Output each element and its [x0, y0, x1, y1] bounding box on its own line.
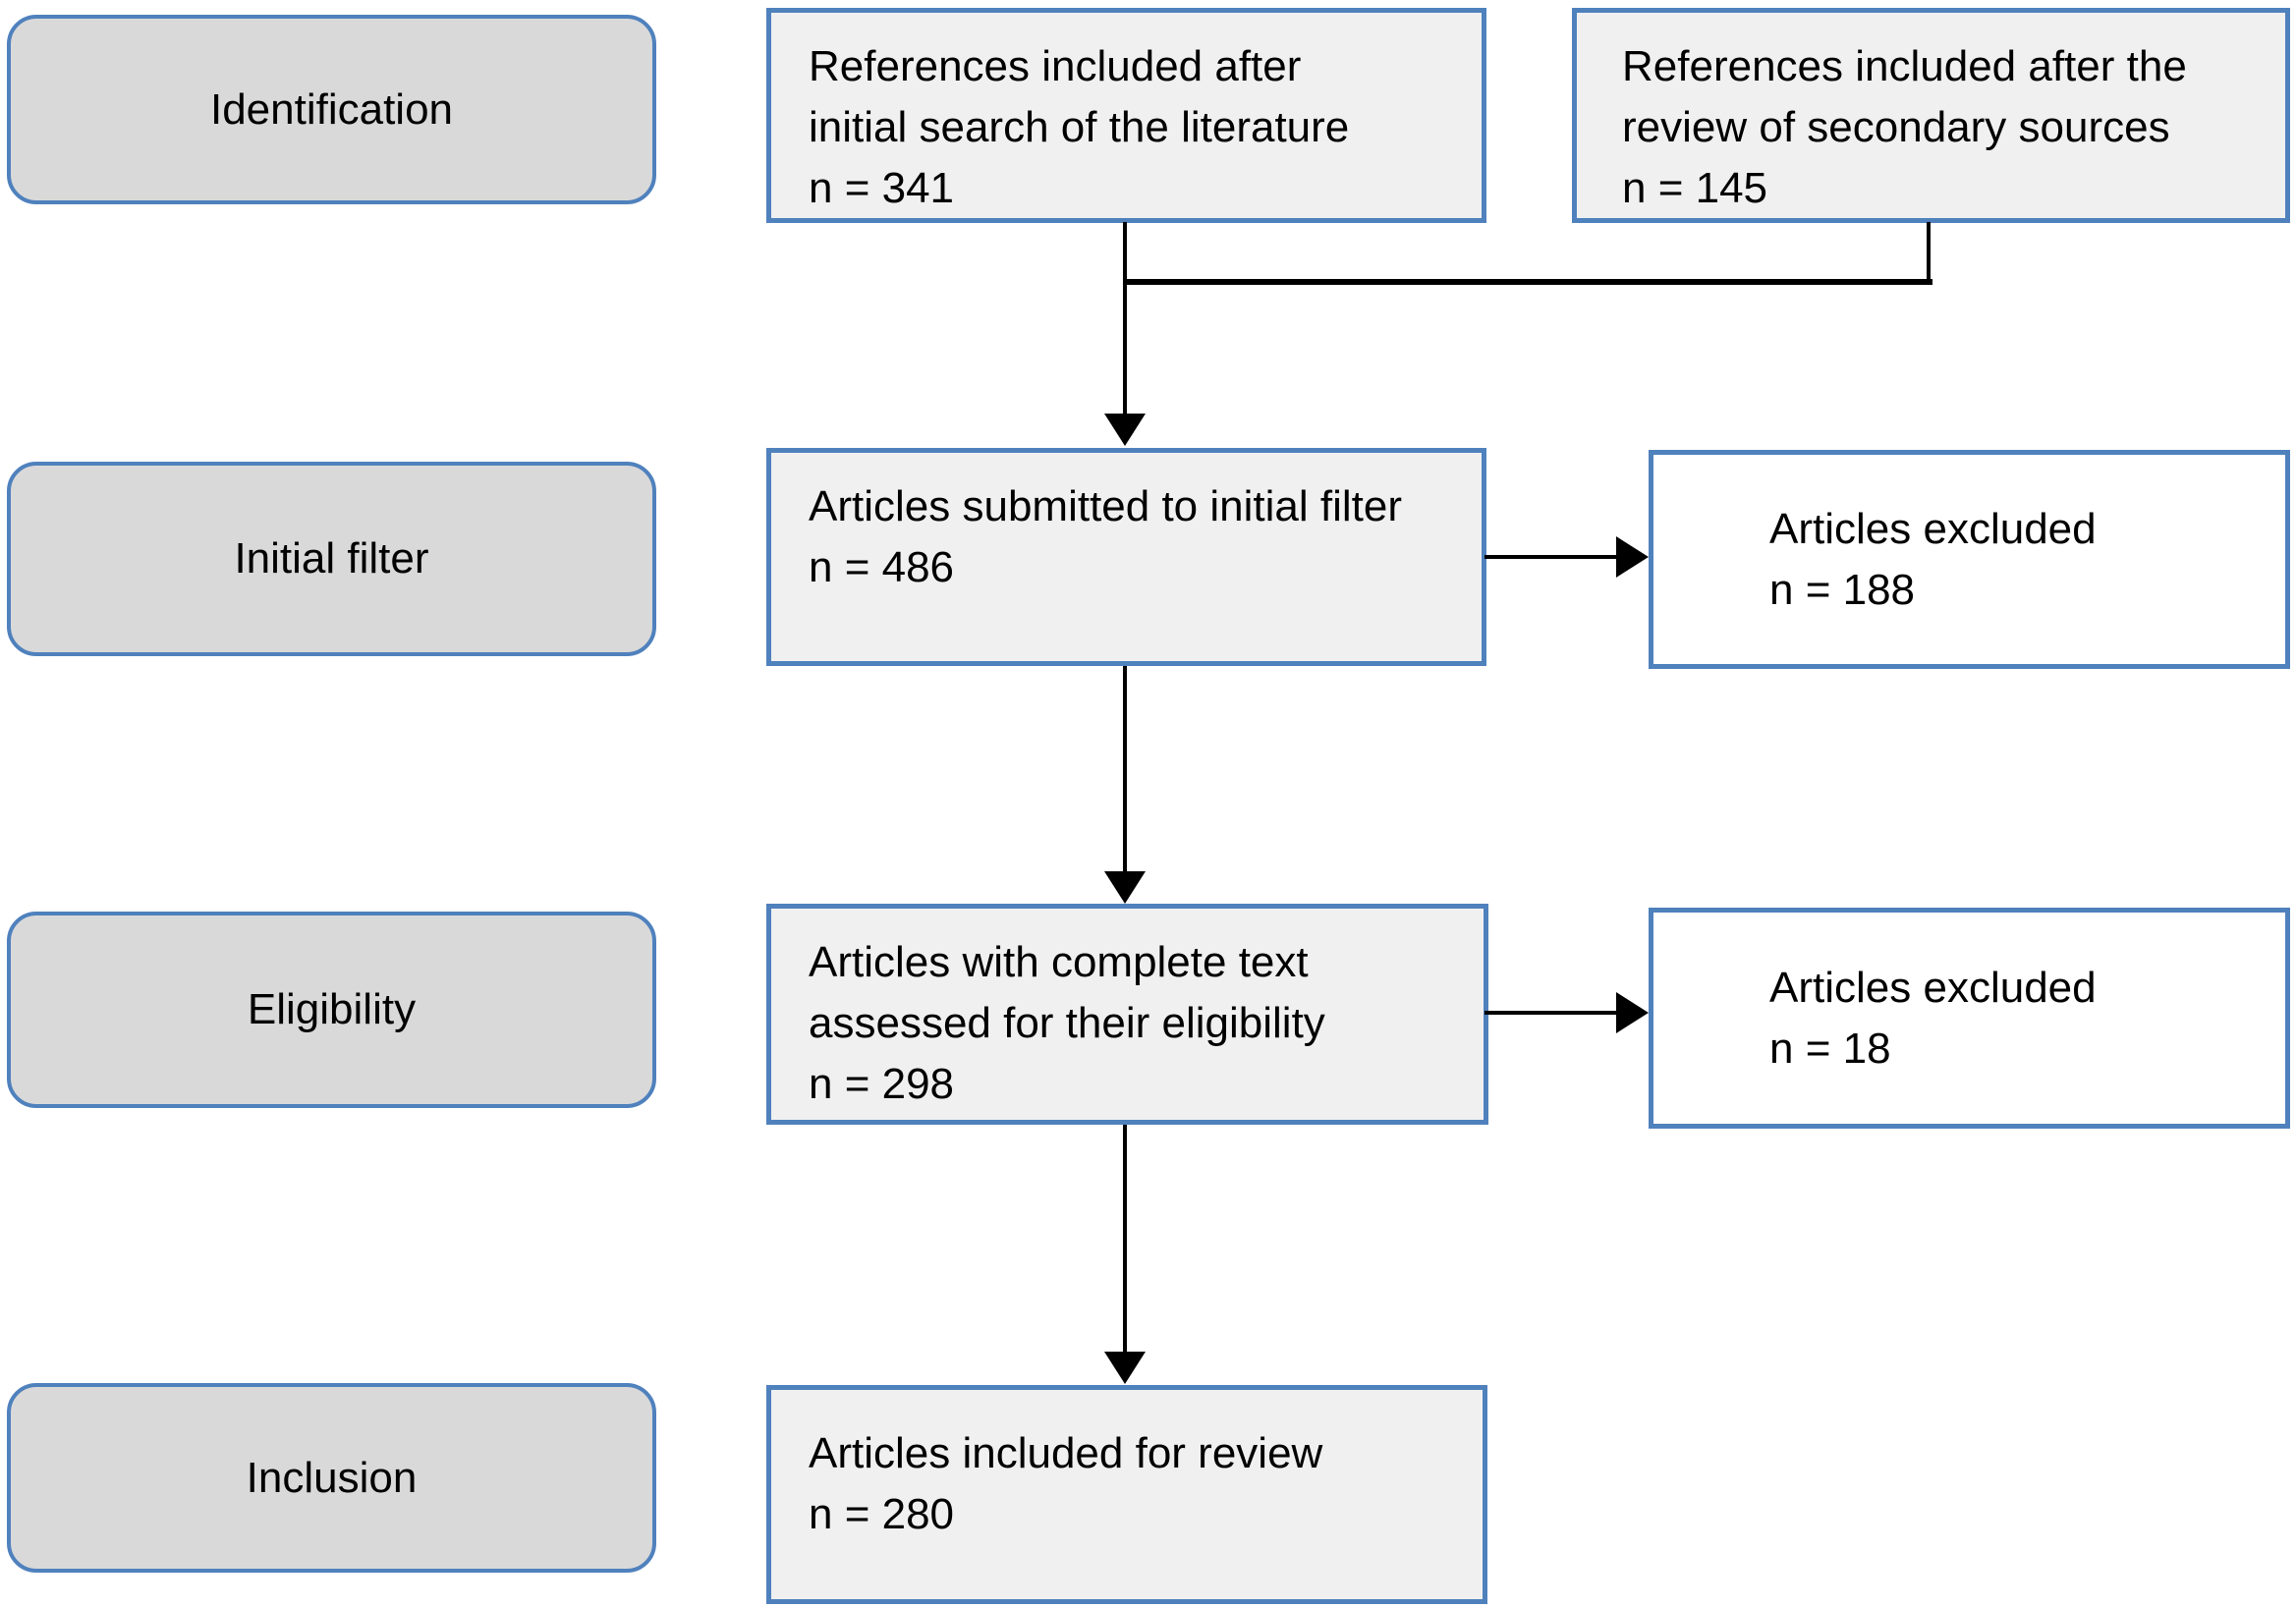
connector-filter-to-excluded-line	[1484, 555, 1617, 559]
connector-filter-to-eligibility-line	[1123, 666, 1127, 874]
box-initial-search-text: References included after initial search…	[809, 42, 1350, 151]
arrowhead-down-icon	[1104, 1352, 1146, 1384]
stage-box-identification: Identification	[7, 15, 656, 204]
box-excluded-eligibility-text: Articles excluded	[1769, 963, 2097, 1012]
arrowhead-down-icon	[1104, 871, 1146, 904]
connector-secondary-stem	[1927, 222, 1931, 283]
stage-box-eligibility: Eligibility	[7, 912, 656, 1108]
arrowhead-down-icon	[1104, 414, 1146, 446]
box-included-text: Articles included for review	[809, 1429, 1323, 1477]
box-eligibility-count: n = 298	[809, 1060, 955, 1108]
connector-eligibility-to-excluded-line	[1484, 1011, 1617, 1015]
arrowhead-right-icon	[1616, 536, 1649, 578]
box-initial-filter: Articles submitted to initial filter n =…	[766, 448, 1486, 666]
box-initial-search: References included after initial search…	[766, 8, 1486, 223]
stage-label-identification: Identification	[209, 84, 454, 134]
stage-box-inclusion: Inclusion	[7, 1383, 656, 1573]
stage-label-inclusion: Inclusion	[246, 1453, 418, 1502]
stage-box-initial-filter: Initial filter	[7, 462, 656, 656]
stage-label-initial-filter: Initial filter	[234, 534, 429, 582]
arrowhead-right-icon	[1616, 992, 1649, 1033]
box-secondary-sources-count: n = 145	[1622, 164, 1768, 212]
connector-search-to-filter-stem	[1123, 222, 1127, 416]
box-eligibility-text: Articles with complete text assessed for…	[809, 938, 1325, 1047]
box-included: Articles included for review n = 280	[766, 1385, 1487, 1604]
box-included-count: n = 280	[809, 1490, 955, 1538]
box-excluded-filter-text: Articles excluded	[1769, 504, 2097, 553]
box-initial-search-count: n = 341	[809, 164, 955, 212]
connector-eligibility-to-inclusion-line	[1123, 1125, 1127, 1354]
box-secondary-sources: References included after the review of …	[1572, 8, 2290, 223]
box-initial-filter-text: Articles submitted to initial filter	[809, 482, 1402, 530]
stage-label-eligibility: Eligibility	[247, 985, 417, 1033]
box-eligibility: Articles with complete text assessed for…	[766, 904, 1488, 1125]
box-secondary-sources-text: References included after the review of …	[1622, 42, 2187, 151]
box-excluded-eligibility: Articles excluded n = 18	[1649, 908, 2290, 1129]
connector-merge-horizontal-line	[1123, 279, 1932, 285]
box-excluded-eligibility-count: n = 18	[1769, 1024, 1891, 1073]
box-excluded-filter-count: n = 188	[1769, 565, 1916, 614]
box-excluded-filter: Articles excluded n = 188	[1649, 450, 2290, 669]
box-initial-filter-count: n = 486	[809, 543, 955, 591]
